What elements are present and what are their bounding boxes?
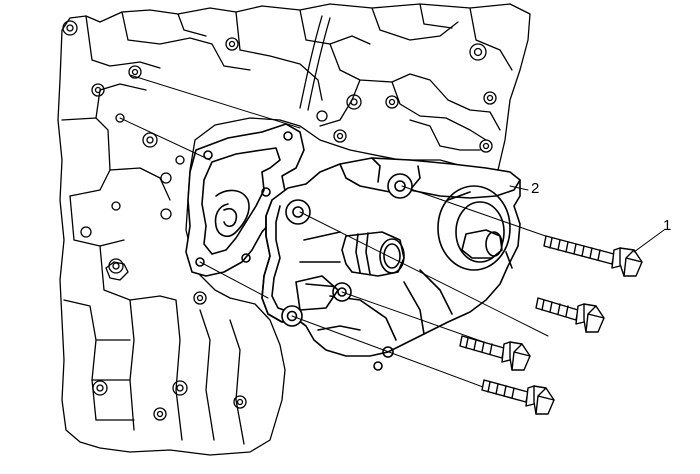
leader-lines — [509, 185, 665, 253]
gasket — [185, 123, 305, 277]
engine-block — [57, 3, 531, 456]
bolt-mid-lower — [459, 335, 531, 371]
water-pump-assembly — [261, 157, 521, 371]
bolt-long — [543, 235, 643, 277]
bolt-mid-upper — [535, 297, 605, 333]
callout-2: 2 — [531, 180, 540, 197]
bolt-bottom — [481, 379, 555, 415]
bolts — [459, 235, 643, 415]
callout-1: 1 — [663, 217, 672, 234]
